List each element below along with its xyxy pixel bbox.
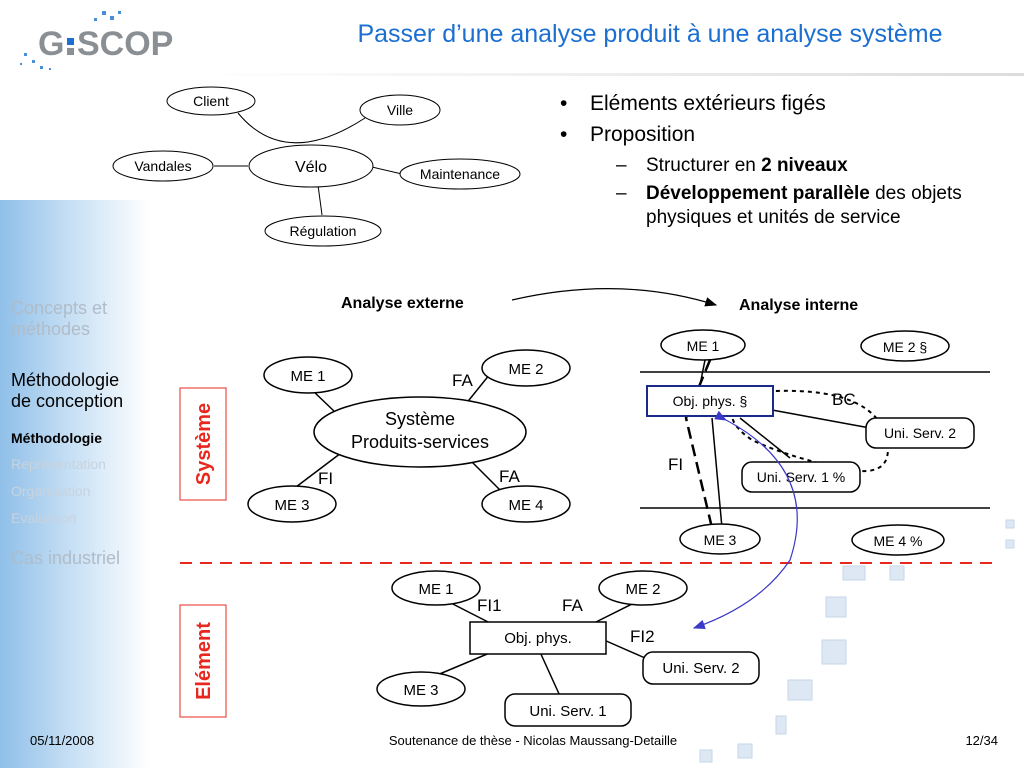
analysis-arrow: [511, 288, 718, 307]
logo-text-scop: SCOP: [77, 25, 173, 63]
sub-bullet-item: Structurer en 2 niveaux: [548, 154, 988, 178]
velo-node-ville: [359, 94, 441, 126]
elem-us1-label: Uni. Serv. 1: [529, 703, 606, 720]
velo-node-regulation: [264, 215, 382, 247]
page-title: Passer d’une analyse produit à une analy…: [357, 20, 943, 48]
velo-node-center-label: Vélo: [295, 159, 327, 176]
elem-obj-phys: [469, 621, 607, 655]
velo-node-client-label: Client: [193, 93, 229, 109]
decorative-squares: [699, 519, 1015, 763]
ext-center: [313, 396, 527, 468]
int-me2-label: ME 2 §: [883, 339, 927, 355]
int-me4-label: ME 4 %: [873, 533, 922, 549]
int-me3-label: ME 3: [704, 532, 737, 548]
footer-caption: Soutenance de thèse - Nicolas Maussang-D…: [388, 733, 678, 748]
bullet-item: Eléments extérieurs figés: [548, 88, 988, 119]
int-me1: [660, 329, 746, 361]
nav-sub-organisation[interactable]: Organisation: [11, 483, 91, 499]
sub-bullet-text: des objets physiques et unités de servic…: [646, 183, 962, 228]
velo-node-center: [248, 144, 374, 188]
sub-bullet-item: Développement parallèle des objets physi…: [548, 182, 988, 230]
int-obj-label: Obj. phys. §: [673, 393, 748, 409]
int-us2-label: Uni. Serv. 2: [884, 425, 956, 441]
nav-sub-representation[interactable]: Représentation: [11, 456, 106, 472]
int-us1-label: Uni. Serv. 1 %: [757, 469, 845, 485]
ext-fa2: FA: [499, 467, 520, 486]
ext-me3: [247, 485, 337, 523]
velo-node-maintenance-label: Maintenance: [420, 166, 500, 182]
nav-label: de conception: [11, 391, 124, 411]
int-fi: FI: [668, 455, 683, 474]
nav-label: Concepts et: [11, 298, 108, 318]
sidebar-background: [0, 200, 150, 768]
gscop-logo: G SCOP: [20, 11, 173, 70]
title-divider: [190, 73, 1024, 76]
elem-me2-label: ME 2: [625, 581, 660, 598]
nav-cas-industriel[interactable]: Cas industriel: [11, 548, 121, 568]
ext-me1: [263, 356, 353, 394]
sub-bullet-bold: 2 niveaux: [761, 155, 848, 176]
ext-me4: [481, 485, 571, 523]
ext-fi: FI: [318, 469, 333, 488]
velo-links: [214, 112, 403, 216]
nav-sub-methodologie[interactable]: Méthodologie: [11, 430, 102, 446]
bullet-list: Eléments extérieurs figés Proposition St…: [548, 88, 988, 230]
bc-dotted-loop: [727, 389, 889, 473]
ext-me4-label: ME 4: [508, 497, 543, 514]
int-me2: [860, 330, 950, 362]
velo-node-ville-label: Ville: [387, 102, 413, 118]
int-me4: [851, 524, 945, 556]
int-us1: [741, 461, 861, 493]
elem-fa: FA: [562, 596, 583, 615]
velo-node-regulation-label: Régulation: [290, 223, 357, 239]
ext-me2-label: ME 2: [508, 361, 543, 378]
label-analyse-interne: Analyse interne: [739, 297, 858, 314]
nav-label: méthodes: [11, 319, 91, 339]
element-box: [179, 604, 227, 718]
footer-page-number: 12/34: [965, 733, 998, 748]
velo-node-maintenance: [399, 158, 521, 190]
ext-me2: [481, 349, 571, 387]
int-bc: BC: [832, 390, 856, 409]
elem-me3-label: ME 3: [403, 682, 438, 699]
ext-fa1: FA: [452, 371, 473, 390]
elem-fi1: FI1: [477, 596, 502, 615]
elem-obj-label: Obj. phys.: [504, 630, 572, 647]
elem-fi2: FI2: [630, 627, 655, 646]
sub-bullet-text: Structurer en: [646, 155, 762, 176]
systeme-box: [179, 387, 227, 501]
elem-me3: [376, 671, 466, 707]
element-label: Elément: [193, 622, 215, 700]
nav-concepts-methodes[interactable]: Concepts et méthodes: [11, 298, 107, 340]
footer-date: 05/11/2008: [30, 733, 95, 748]
nav-sub-evaluation[interactable]: Evaluation: [11, 510, 77, 526]
systeme-label: Système: [193, 403, 215, 485]
velo-node-client: [166, 86, 256, 116]
ext-me1-label: ME 1: [290, 368, 325, 385]
ext-center-line1: Système: [385, 409, 455, 429]
velo-node-vandales: [112, 150, 214, 182]
sub-bullet-bold: Développement parallèle: [646, 183, 870, 204]
nav-methodologie-conception[interactable]: Méthodologie de conception: [11, 370, 123, 412]
elem-us2: [642, 651, 760, 685]
elem-us2-label: Uni. Serv. 2: [662, 660, 739, 677]
nav-label: Méthodologie: [11, 370, 120, 390]
logo-text-g: G: [38, 25, 64, 63]
elem-me1: [391, 570, 481, 606]
bullet-item: Proposition: [548, 119, 988, 150]
elem-us1: [504, 693, 632, 727]
int-me1-label: ME 1: [687, 338, 720, 354]
fi-dashed-link: [684, 359, 714, 529]
elem-me1-label: ME 1: [418, 581, 453, 598]
blue-link-arrow: [692, 410, 798, 629]
label-analyse-externe: Analyse externe: [341, 295, 464, 312]
ext-me3-label: ME 3: [274, 497, 309, 514]
int-us2: [865, 417, 975, 449]
elem-me2: [598, 570, 688, 606]
velo-node-vandales-label: Vandales: [134, 158, 191, 174]
ext-center-line2: Produits-services: [351, 432, 489, 452]
